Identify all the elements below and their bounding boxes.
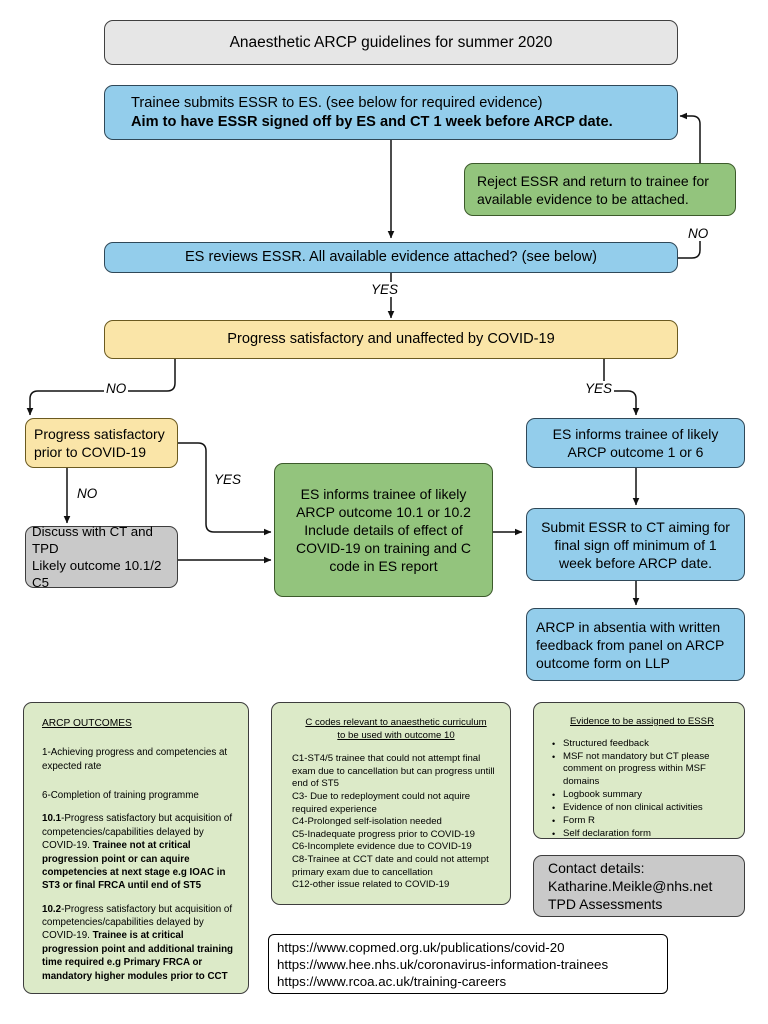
evidence-item: Structured feedback bbox=[552, 738, 734, 751]
outcome-10-2-normal: -Progress satisfactory but acquisition o… bbox=[42, 903, 233, 942]
c-code-item: C3- Due to redeployment could not aquire… bbox=[292, 790, 471, 815]
discuss-line2: Likely outcome 10.1/2 C5 bbox=[32, 558, 162, 590]
evidence-item: Evidence of non clinical activities bbox=[552, 802, 734, 815]
box-evidence-for-essr: Evidence to be assigned to ESSR Structur… bbox=[533, 702, 745, 842]
node-title-text: Anaesthetic ARCP guidelines for summer 2… bbox=[229, 33, 553, 51]
c-code-item: C6-Incomplete evidence due to COVID-19 bbox=[292, 841, 472, 853]
progress-unaffected-text: Progress satisfactory and unaffected by … bbox=[227, 331, 555, 347]
es-informs-10-line2: ARCP outcome 10.1 or 10.2 bbox=[296, 504, 471, 520]
link-item[interactable]: https://www.rcoa.ac.uk/training-careers bbox=[277, 973, 507, 989]
es-informs-10-line1: ES informs trainee of likely bbox=[300, 486, 467, 502]
edge-label-no-prior: NO bbox=[75, 486, 100, 501]
box-contact-details: Contact details: Katharine.Meikle@nhs.ne… bbox=[533, 855, 745, 917]
box-arcp-outcomes: ARCP OUTCOMES 1-Achieving progress and c… bbox=[23, 702, 249, 994]
arcp-outcome-10-2: 10.2-Progress satisfactory but acquisiti… bbox=[42, 903, 234, 983]
edge-label-yes-progress: YES bbox=[583, 381, 615, 396]
evidence-item: MSF not mandatory but CT please comment … bbox=[552, 751, 734, 789]
node-submit-essr-to-ct: Submit ESSR to CT aiming for final sign … bbox=[526, 508, 745, 581]
arcp-outcome-1: 1-Achieving progress and competencies at… bbox=[42, 747, 228, 772]
submit-essr-line1: Trainee submits ESSR to ES. (see below f… bbox=[131, 94, 543, 111]
outcome-10-2-number: 10.2 bbox=[42, 903, 62, 915]
outcome-10-1-bold: Trainee not at critical progression poin… bbox=[42, 840, 226, 892]
outcome-10-2-bold: Trainee is at critical progression point… bbox=[42, 930, 234, 982]
node-es-informs-outcome-10: ES informs trainee of likely ARCP outcom… bbox=[274, 463, 493, 597]
es-informs-10-line4: COVID-19 on training and C bbox=[295, 540, 472, 556]
evidence-item: Self declaration form bbox=[552, 828, 734, 841]
edge-label-yes-prior: YES bbox=[212, 472, 244, 487]
outcome-10-1-normal: -Progress satisfactory but acquisition o… bbox=[42, 813, 233, 852]
submit-essr-line2: Aim to have ESSR signed off by ES and CT… bbox=[131, 113, 613, 130]
evidence-heading: Evidence to be assigned to ESSR bbox=[570, 716, 714, 727]
absentia-line3: outcome form on LLP bbox=[536, 654, 670, 671]
absentia-line1: ARCP in absentia with written bbox=[536, 618, 721, 635]
node-progress-unaffected: Progress satisfactory and unaffected by … bbox=[104, 320, 678, 359]
node-reject-essr: Reject ESSR and return to trainee for av… bbox=[464, 163, 736, 216]
box-c-codes: C codes relevant to anaesthetic curricul… bbox=[271, 702, 511, 905]
es-informs-10-line3: Include details of effect of bbox=[304, 522, 463, 538]
discuss-line1: Discuss with CT and TPD bbox=[32, 524, 153, 556]
c-code-item: C1-ST4/5 trainee that could not attempt … bbox=[292, 753, 495, 790]
progress-prior-line2: prior to COVID-19 bbox=[34, 444, 147, 460]
c-code-item: C5-Inadequate progress prior to COVID-19 bbox=[292, 828, 475, 840]
c-code-item: C12-other issue related to COVID-19 bbox=[292, 879, 450, 891]
node-es-informs-outcome-1-or-6: ES informs trainee of likely ARCP outcom… bbox=[526, 418, 745, 468]
arcp-outcome-6: 6-Completion of training programme bbox=[42, 790, 199, 802]
edge-label-yes-reviews: YES bbox=[369, 282, 401, 297]
edge-label-no-reject: NO bbox=[686, 226, 711, 241]
edge-label-no-progress: NO bbox=[104, 381, 129, 396]
outcome-10-1-number: 10.1 bbox=[42, 813, 62, 825]
contact-line3: TPD Assessments bbox=[548, 896, 663, 912]
c-codes-heading-line1: C codes relevant to anaesthetic curricul… bbox=[305, 717, 487, 728]
evidence-list: Structured feedback MSF not mandatory bu… bbox=[550, 738, 734, 842]
arcp-outcomes-heading: ARCP OUTCOMES bbox=[42, 718, 132, 729]
link-item[interactable]: https://www.hee.nhs.uk/coronavirus-infor… bbox=[277, 956, 609, 972]
absentia-line2: feedback from panel on ARCP bbox=[536, 636, 725, 653]
node-progress-prior: Progress satisfactory prior to COVID-19 bbox=[25, 418, 178, 468]
link-item[interactable]: https://www.copmed.org.uk/publications/c… bbox=[277, 939, 565, 955]
evidence-item: Logbook summary bbox=[552, 789, 734, 802]
submit-ct-line2: final sign off minimum of 1 bbox=[554, 536, 717, 553]
node-arcp-in-absentia: ARCP in absentia with written feedback f… bbox=[526, 608, 745, 681]
progress-prior-line1: Progress satisfactory bbox=[34, 426, 165, 442]
evidence-item: Form R bbox=[552, 815, 734, 828]
es-informs-1or6-line1: ES informs trainee of likely bbox=[552, 426, 719, 442]
es-informs-1or6-line2: ARCP outcome 1 or 6 bbox=[567, 444, 704, 460]
reject-essr-line2: available evidence to be attached. bbox=[477, 190, 689, 207]
node-trainee-submits-essr: Trainee submits ESSR to ES. (see below f… bbox=[104, 85, 678, 140]
arcp-outcome-10-1: 10.1-Progress satisfactory but acquisiti… bbox=[42, 812, 234, 892]
c-codes-heading-line2: to be used with outcome 10 bbox=[337, 729, 455, 741]
es-reviews-text: ES reviews ESSR. All available evidence … bbox=[184, 249, 598, 265]
node-discuss-ct-tpd: Discuss with CT and TPD Likely outcome 1… bbox=[25, 524, 178, 590]
c-code-item: C4-Prolonged self-isolation needed bbox=[292, 816, 442, 828]
contact-line2: Katharine.Meikle@nhs.net bbox=[548, 878, 713, 894]
submit-ct-line1: Submit ESSR to CT aiming for bbox=[541, 518, 730, 535]
box-useful-links: https://www.copmed.org.uk/publications/c… bbox=[268, 934, 668, 994]
node-es-reviews-essr: ES reviews ESSR. All available evidence … bbox=[104, 242, 678, 273]
c-code-item: C8-Trainee at CCT date and could not att… bbox=[292, 853, 489, 878]
reject-essr-line1: Reject ESSR and return to trainee for bbox=[477, 172, 709, 189]
contact-line1: Contact details: bbox=[548, 860, 645, 876]
es-informs-10-line5: code in ES report bbox=[329, 558, 438, 574]
submit-ct-line3: week before ARCP date. bbox=[558, 554, 713, 571]
node-title: Anaesthetic ARCP guidelines for summer 2… bbox=[104, 20, 678, 65]
